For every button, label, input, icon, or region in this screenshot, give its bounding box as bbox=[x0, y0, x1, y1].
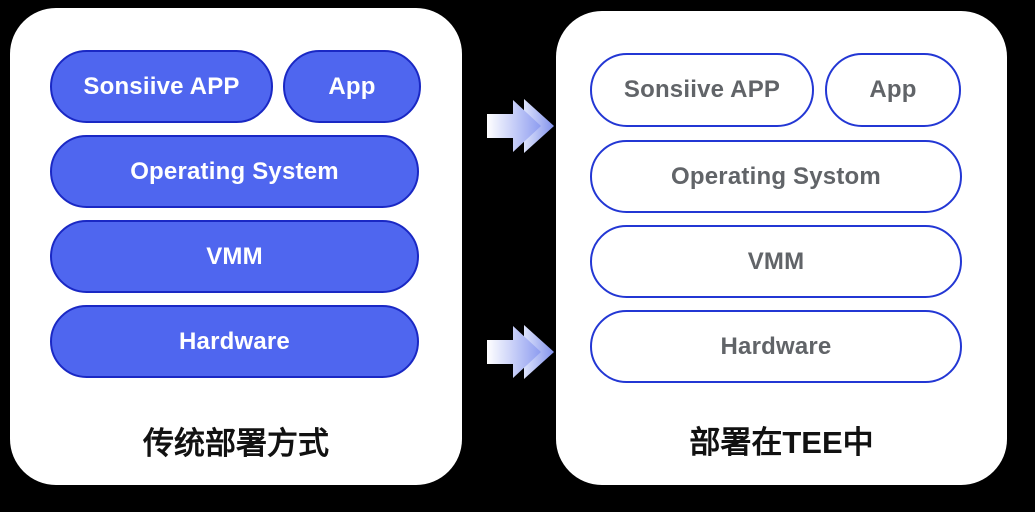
left-app-label: App bbox=[328, 72, 376, 100]
right-sonsiive-app-block: Sonsiive APP bbox=[590, 53, 814, 127]
left-hardware-block: Hardware bbox=[50, 305, 419, 378]
right-vmm-block: VMM bbox=[590, 225, 962, 298]
traditional-deployment-panel: Sonsiive APP App Operating System VMM Ha… bbox=[10, 8, 462, 485]
right-hardware-label: Hardware bbox=[720, 332, 832, 360]
left-hardware-label: Hardware bbox=[179, 327, 290, 355]
right-double-arrow-icon-bottom bbox=[486, 324, 554, 380]
right-vmm-label: VMM bbox=[747, 247, 805, 275]
tee-deployment-panel: Sonsiive APP App Operating Systom VMM Ha… bbox=[556, 11, 1007, 485]
right-operating-system-label: Operating Systom bbox=[671, 162, 881, 190]
left-vmm-block: VMM bbox=[50, 220, 419, 293]
traditional-deployment-caption: 传统部署方式 bbox=[143, 426, 329, 461]
left-vmm-label: VMM bbox=[206, 242, 263, 270]
right-app-label: App bbox=[869, 76, 917, 103]
right-app-block: App bbox=[825, 53, 961, 127]
tee-deployment-caption: 部署在TEE中 bbox=[689, 425, 874, 460]
left-sonsiive-app-label: Sonsiive APP bbox=[83, 72, 240, 100]
right-operating-system-block: Operating Systom bbox=[590, 140, 962, 213]
right-hardware-block: Hardware bbox=[590, 310, 962, 383]
left-sonsiive-app-block: Sonsiive APP bbox=[50, 50, 273, 123]
left-operating-system-label: Operating System bbox=[130, 157, 339, 185]
left-app-block: App bbox=[283, 50, 421, 123]
left-operating-system-block: Operating System bbox=[50, 135, 419, 208]
right-sonsiive-app-label: Sonsiive APP bbox=[623, 76, 781, 103]
right-double-arrow-icon-top bbox=[486, 98, 554, 154]
